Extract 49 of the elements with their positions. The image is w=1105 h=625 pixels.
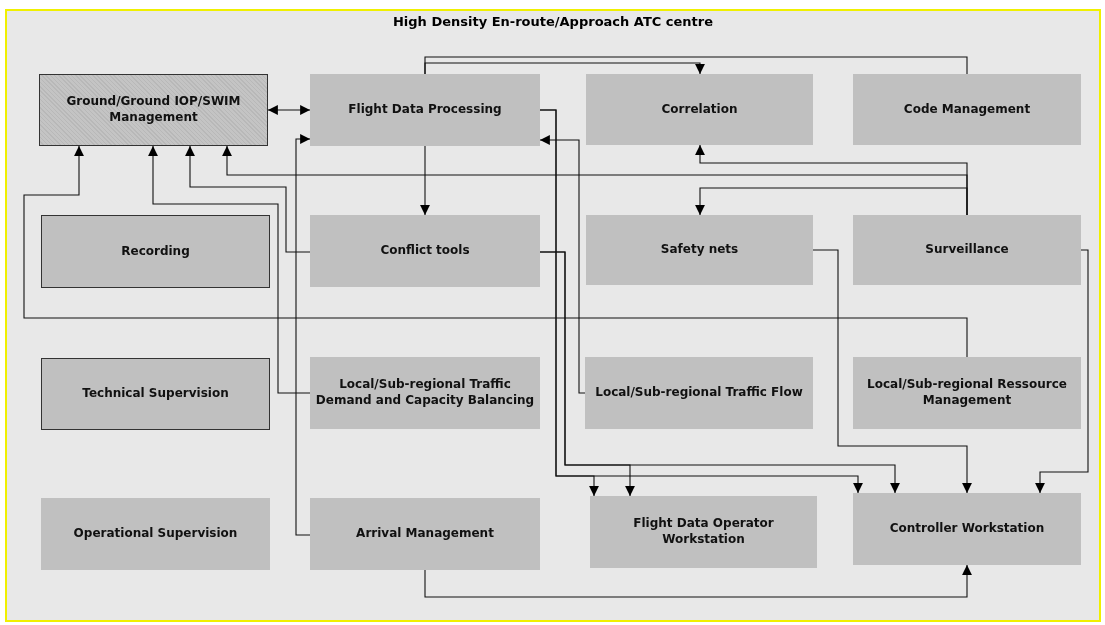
function-box: [853, 74, 1081, 145]
function-label: Conflict tools: [379, 243, 471, 259]
function-label: Flight Data Operator Workstation: [632, 516, 775, 548]
arrow: [1035, 249, 1089, 494]
arrow: [424, 564, 972, 598]
arrow: [695, 187, 968, 216]
function-label: Safety nets: [659, 242, 740, 258]
frame-heading: High Density En-route/Approach ATC centre: [391, 14, 715, 29]
function-box: [853, 215, 1081, 285]
arrow: [295, 134, 311, 536]
function-box: [41, 498, 270, 570]
function-label: Ground/Ground IOP/SWIM Management: [65, 94, 242, 126]
function-box: [590, 496, 817, 568]
function-label: Technical Supervision: [81, 386, 230, 402]
function-box: [853, 493, 1081, 565]
function-label: Code Management: [902, 101, 1032, 118]
function-label: Local/Sub-regional Traffic Demand and Capacity Balancing: [314, 377, 536, 409]
function-label: Operational Supervision: [72, 526, 239, 542]
function-label: Local/Sub-regional Traffic Flow: [594, 385, 804, 401]
function-box: [586, 215, 813, 285]
function-box: [585, 357, 813, 429]
function-label: Correlation: [660, 101, 739, 118]
centre-frame: [7, 11, 1099, 620]
arrow: [812, 249, 972, 494]
arrow: [539, 135, 586, 394]
arrow: [148, 145, 311, 394]
function-label: Flight Data Processing: [347, 102, 503, 118]
function-box: [853, 357, 1081, 429]
function-label: Recording: [120, 243, 191, 260]
connector-line: [424, 56, 968, 75]
arrow: [539, 109, 863, 494]
arrow: [539, 251, 900, 494]
arrow: [23, 145, 968, 358]
function-box: [41, 358, 270, 430]
function-box: [310, 498, 540, 570]
function-label: Surveillance: [924, 242, 1010, 258]
function-box: [310, 215, 540, 287]
function-box: [586, 74, 813, 145]
arrow: [267, 105, 311, 115]
function-label: Controller Workstation: [888, 521, 1046, 537]
arrow: [420, 145, 430, 216]
function-label: Local/Sub-regional Ressource Management: [866, 377, 1068, 409]
function-label: Arrival Management: [355, 526, 495, 542]
arrow: [424, 62, 705, 75]
arrow: [185, 145, 311, 253]
function-box: [310, 357, 540, 429]
function-box: [41, 215, 270, 288]
function-box: [39, 74, 268, 146]
function-box: [310, 74, 540, 146]
